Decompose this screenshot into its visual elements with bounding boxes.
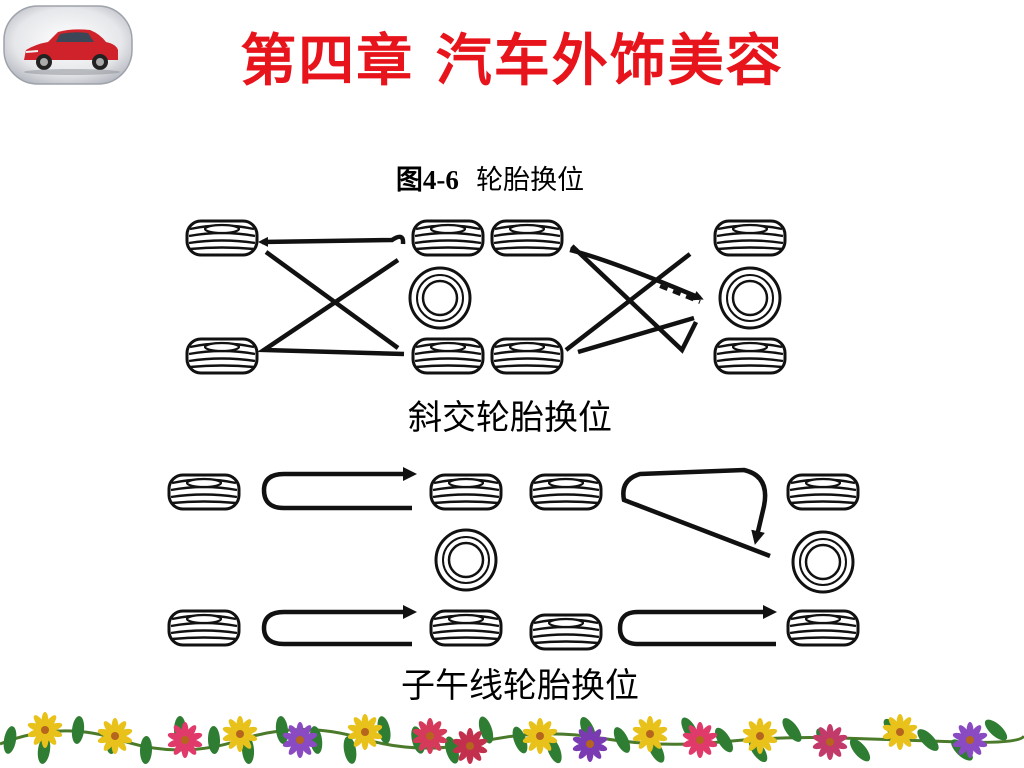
figure-number: 图4-6 <box>395 165 459 195</box>
car-logo-icon <box>3 5 133 85</box>
cross-rotation-right <box>490 219 787 375</box>
figure-title: 轮胎换位 <box>476 165 585 196</box>
cross-rotation-left <box>185 219 485 375</box>
slide-title: 第四章 汽车外饰美容 <box>240 29 784 94</box>
flower-garland-icon <box>0 712 1024 764</box>
radial-rotation-label: 子午线轮胎换位 <box>401 666 639 706</box>
radial-rotation-left <box>167 467 503 647</box>
cross-rotation-label: 斜交轮胎换位 <box>408 398 612 438</box>
radial-rotation-right <box>529 467 860 651</box>
figure-caption: 图4-6 轮胎换位 <box>340 162 640 199</box>
